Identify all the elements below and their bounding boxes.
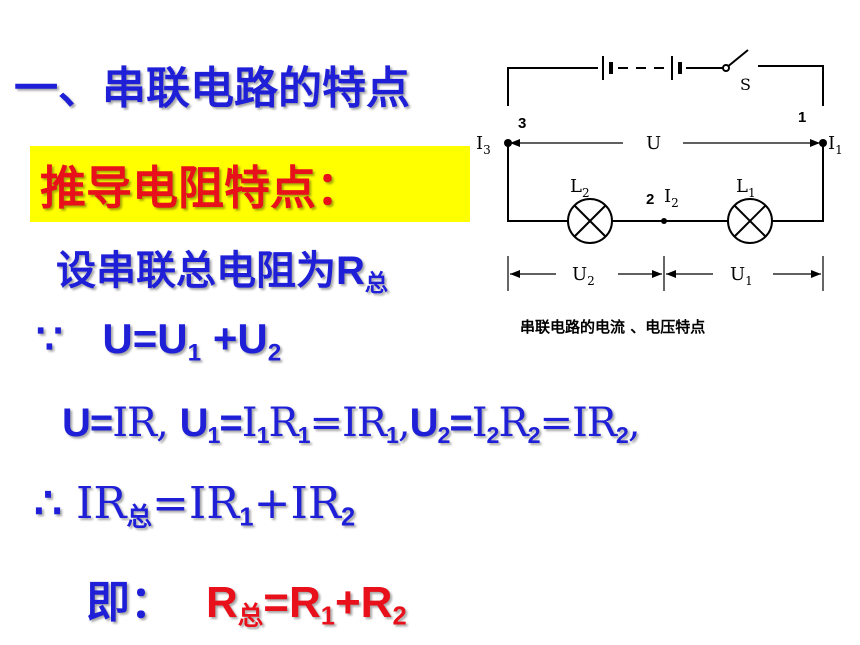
equation-ohms-law: U=IR, U1=I1R1=IR1,U2=I2R2=IR2, xyxy=(62,400,641,449)
equation-voltage-sum: ∵ U=U1 +U2 xyxy=(36,314,281,367)
node-2-label: 2 xyxy=(646,191,654,208)
eq3-d: = xyxy=(219,401,242,445)
line1-r-sub: 总 xyxy=(364,269,389,297)
voltage-u2-label: U2 xyxy=(572,264,595,288)
eq2-plus: +U xyxy=(201,315,268,362)
current-i1-label: I1 xyxy=(828,133,843,157)
slide-title: 一、串联电路的特点 xyxy=(14,63,410,114)
eq3-l: R xyxy=(498,400,528,446)
eq4-c: +IR xyxy=(253,478,341,529)
conclusion-formula: R总=R1+R2 xyxy=(206,578,407,631)
eq4-b-sub: 1 xyxy=(239,503,254,532)
line1-r: R xyxy=(336,249,365,293)
eq3-g-sub: 1 xyxy=(385,421,399,448)
node-3-label: 3 xyxy=(518,115,526,132)
eq3-j: = xyxy=(449,401,472,445)
line-total-resistance: 设串联总电阻为R总 xyxy=(56,238,388,298)
lamp-l1-label: L1 xyxy=(736,176,756,200)
conclusion-line: 即： R总=R1+R2 xyxy=(86,566,407,633)
current-i3-label: I3 xyxy=(476,133,491,157)
eq3-k-sub: 2 xyxy=(486,421,500,448)
because-symbol: ∵ xyxy=(36,315,63,362)
eq3-c-sub: 1 xyxy=(207,421,221,448)
eq3-a: U= xyxy=(62,401,113,445)
eq3-e-sub: 1 xyxy=(256,421,270,448)
eq2-u: U=U xyxy=(102,315,188,362)
eq4-a-sub: 总 xyxy=(126,503,153,532)
lamp-l2-label: L2 xyxy=(570,176,590,200)
switch-blade xyxy=(725,49,749,69)
eq3-n: , xyxy=(627,400,641,446)
eq2-sub1: 1 xyxy=(187,339,202,367)
conclusion-prefix: 即： xyxy=(86,577,174,628)
eq4-a: IR xyxy=(62,478,127,529)
eq4-c-sub: 2 xyxy=(341,503,356,532)
subheading: 推导电阻特点： xyxy=(40,161,362,215)
eq3-k: I xyxy=(471,400,488,446)
voltage-u-label: U xyxy=(646,133,661,154)
eq3-e: I xyxy=(241,400,258,446)
eq3-m-sub: 2 xyxy=(615,421,629,448)
concl-plus: +R xyxy=(334,578,393,627)
concl-sub2: 2 xyxy=(392,602,407,631)
line1-text: 设串联总电阻为 xyxy=(56,248,336,294)
current-i2-label: I2 xyxy=(664,186,679,210)
eq3-f-sub: 1 xyxy=(297,421,311,448)
node-1-label: 1 xyxy=(798,109,806,126)
eq4-b: =IR xyxy=(152,478,240,529)
concl-eq: =R xyxy=(263,578,321,627)
diagram-caption: 串联电路的电流 、电压特点 xyxy=(520,318,706,336)
eq3-i: U xyxy=(409,401,439,445)
eq3-c: U xyxy=(179,401,209,445)
eq3-l-sub: 2 xyxy=(527,421,541,448)
eq2-sub2: 2 xyxy=(267,339,282,367)
eq3-b: IR, xyxy=(112,400,180,446)
concl-r-sub: 总 xyxy=(237,602,264,631)
eq3-f: R xyxy=(268,400,298,446)
equation-total-resistance: ∴ IR总=IR1+IR2 xyxy=(34,478,355,534)
voltage-u1-label: U1 xyxy=(730,264,753,288)
eq3-i-sub: 2 xyxy=(437,421,450,448)
concl-sub1: 1 xyxy=(320,602,335,631)
concl-r: R xyxy=(206,578,238,627)
eq3-m: =IR xyxy=(539,400,616,446)
eq3-h: , xyxy=(397,400,411,446)
series-circuit-diagram: S 3 1 2 I3 I1 I2 U L2 L1 U2 U1 xyxy=(476,49,843,291)
eq3-g: =IR xyxy=(309,400,387,446)
switch-label: S xyxy=(740,75,751,94)
therefore-symbol: ∴ xyxy=(34,479,62,528)
subheading-highlight xyxy=(30,146,470,222)
